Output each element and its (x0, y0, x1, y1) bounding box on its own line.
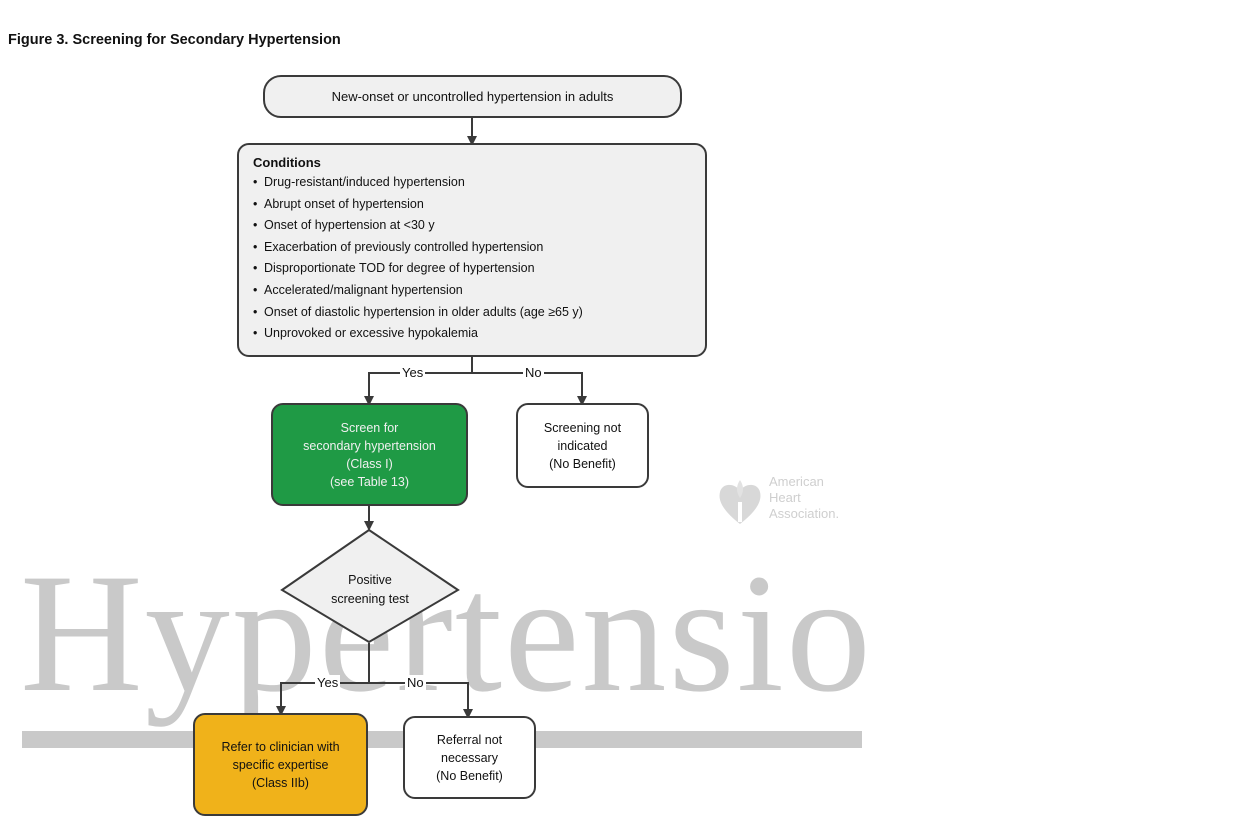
conditions-list: Drug-resistant/induced hypertension Abru… (253, 172, 583, 345)
conditions-box: Conditions Drug-resistant/induced hypert… (237, 143, 707, 357)
start-node: New-onset or uncontrolled hypertension i… (263, 75, 682, 118)
screen-line: (see Table 13) (330, 474, 409, 489)
referral-not-line: necessary (441, 750, 498, 765)
watermark-word: Hypertension (20, 539, 876, 727)
condition-item: Abrupt onset of hypertension (253, 194, 583, 216)
referral-not-line: (No Benefit) (436, 768, 503, 783)
condition-item: Accelerated/malignant hypertension (253, 280, 583, 302)
aha-logo: American Heart Association. (716, 470, 876, 530)
arrow-no-to-referral-not (369, 682, 473, 719)
condition-item: Unprovoked or excessive hypokalemia (253, 323, 583, 345)
condition-item: Onset of hypertension at <30 y (253, 215, 583, 237)
not-indicated-line: indicated (557, 438, 608, 453)
aha-word: Association. (769, 506, 840, 521)
screen-line: secondary hypertension (303, 438, 436, 453)
edge-label-yes: Yes (400, 365, 426, 381)
screen-line: Screen for (340, 420, 399, 435)
refer-line: (Class IIb) (252, 775, 309, 790)
not-indicated-node: Screening not indicated (No Benefit) (516, 403, 649, 488)
aha-word: American (769, 474, 824, 489)
arrow-yes-to-screen (364, 372, 472, 406)
refer-line: specific expertise (232, 757, 329, 772)
condition-item: Disproportionate TOD for degree of hyper… (253, 258, 583, 280)
decision-line: Positive (348, 573, 392, 587)
edge-label-yes: Yes (315, 675, 341, 691)
condition-item: Exacerbation of previously controlled hy… (253, 237, 583, 259)
condition-item: Onset of diastolic hypertension in older… (253, 302, 583, 324)
figure-panel: Figure 3. Screening for Secondary Hypert… (0, 0, 876, 828)
blank-margin (876, 0, 1235, 828)
refer-node: Refer to clinician with specific experti… (193, 713, 368, 816)
referral-not-line: Referral not (436, 732, 503, 747)
screen-node: Screen for secondary hypertension (Class… (271, 403, 468, 506)
not-indicated-line: Screening not (543, 420, 622, 435)
connector-lines (276, 118, 587, 719)
screen-line: (Class I) (346, 456, 393, 471)
referral-not-node: Referral not necessary (No Benefit) (403, 716, 536, 799)
edge-label-no: No (405, 675, 426, 691)
decision-diamond (280, 528, 460, 644)
aha-word: Heart (769, 490, 801, 505)
figure-title: Figure 3. Screening for Secondary Hypert… (8, 32, 341, 48)
condition-item: Drug-resistant/induced hypertension (253, 172, 583, 194)
refer-line: Refer to clinician with (221, 739, 340, 754)
edge-label-no: No (523, 365, 544, 381)
heart-torch-icon (719, 480, 761, 524)
decision-text: Positive screening test (282, 560, 458, 620)
aha-wordmark: American Heart Association. (769, 474, 839, 522)
not-indicated-line: (No Benefit) (549, 456, 616, 471)
conditions-title: Conditions (253, 155, 321, 170)
arrow-no-to-not-indicated (472, 372, 587, 406)
decision-line: screening test (331, 592, 409, 606)
